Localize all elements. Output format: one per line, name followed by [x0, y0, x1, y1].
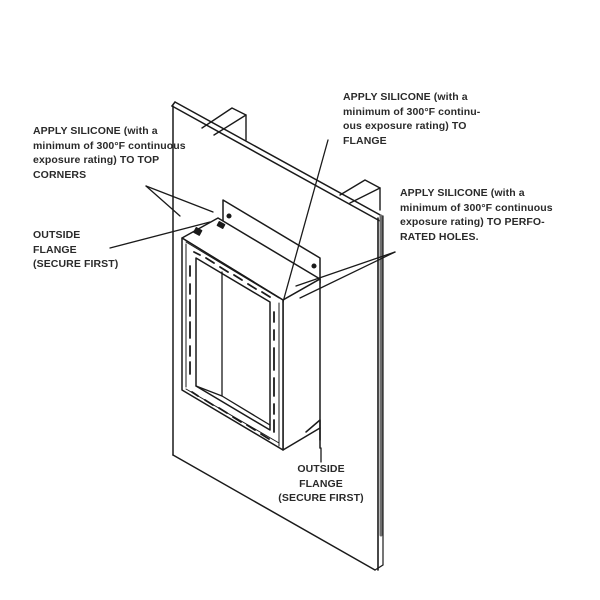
callout-perforated-holes: APPLY SILICONE (with a minimum of 300°F …: [400, 187, 553, 243]
box-front-frame: [181, 237, 284, 451]
callout-flange: APPLY SILICONE (with a minimum of 300°F …: [343, 91, 481, 147]
box-side-face: [282, 278, 321, 451]
callout-outside-flange-left: OUTSIDE FLANGE (SECURE FIRST): [33, 229, 119, 270]
callout-outside-flange-bottom: OUTSIDE FLANGE (SECURE FIRST): [278, 463, 364, 504]
leader-outside-flange-left: [109, 221, 211, 249]
leader-top-corners-b: [145, 185, 214, 213]
leader-top-corners-a: [145, 185, 181, 217]
wall-panel: [171, 101, 384, 571]
stud-right: [339, 179, 381, 211]
perforated-holes: [189, 251, 275, 440]
leader-lines: [109, 139, 396, 463]
leader-perforated-a: [295, 251, 396, 287]
callout-top-corners: APPLY SILICONE (with a minimum of 300°F …: [33, 125, 186, 181]
leader-flange: [282, 139, 329, 303]
leader-perforated-b: [299, 251, 396, 299]
